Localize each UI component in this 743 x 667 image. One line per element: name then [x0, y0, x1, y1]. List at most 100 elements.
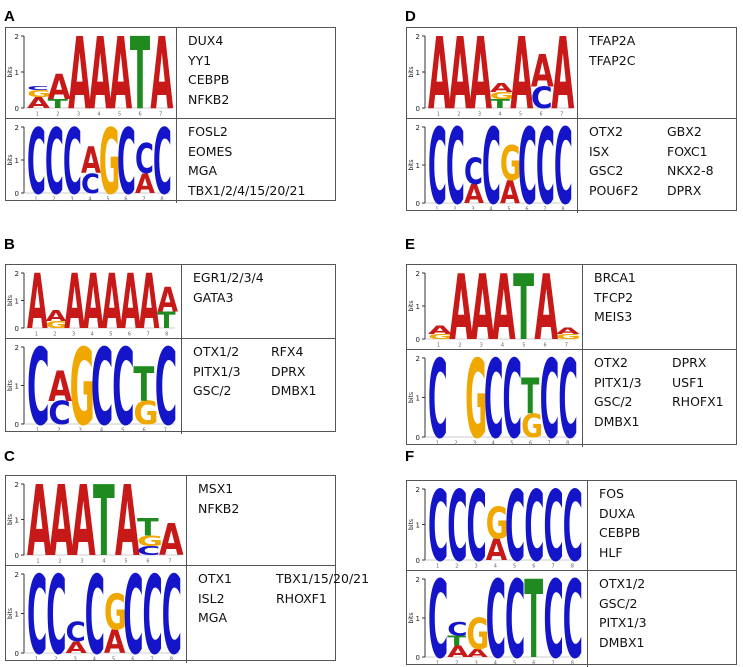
y-axis-label: bits — [7, 608, 14, 619]
factor-name: MGA — [188, 163, 218, 178]
column-divider — [582, 265, 583, 349]
factor-name: DMBX1 — [599, 634, 645, 650]
factor-name: MSX1 — [198, 481, 234, 496]
position-label: 6 — [124, 197, 127, 203]
logo-letter-c: C — [143, 566, 163, 662]
position-label: 1 — [436, 564, 439, 570]
y-tick-label: 0 — [15, 325, 19, 333]
y-tick-label: 0 — [15, 190, 19, 198]
position-label: 1 — [35, 657, 38, 663]
factor-name: GSC/2 — [599, 595, 638, 611]
position-label: 5 — [118, 112, 121, 118]
position-label: 8 — [170, 657, 173, 663]
logo-letter-t: T — [157, 307, 175, 333]
y-axis-label: bits — [7, 155, 14, 166]
position-label: 7 — [552, 661, 555, 667]
factor-name: ISX — [589, 143, 610, 159]
position-label: 1 — [36, 559, 39, 565]
column-divider — [181, 339, 182, 434]
y-tick-label: 2 — [15, 481, 19, 489]
logo-letter-a: A — [531, 45, 555, 97]
logo-letter-c: C — [486, 571, 506, 666]
y-tick-label: 1 — [15, 611, 19, 619]
position-label: 4 — [100, 428, 103, 434]
logo-letter-a: A — [500, 174, 520, 211]
position-label: 2 — [454, 441, 457, 447]
position-label: 8 — [566, 441, 569, 447]
y-tick-label: 0 — [416, 557, 420, 565]
position-label: 7 — [552, 564, 555, 570]
position-label: 3 — [77, 112, 80, 118]
logo-letter-c: C — [428, 350, 448, 446]
logo-letter-g: G — [486, 498, 509, 549]
logo-letter-g: G — [465, 350, 487, 446]
column-divider — [587, 571, 588, 667]
y-tick-label: 2 — [15, 124, 19, 132]
y-tick-label: 1 — [15, 517, 19, 525]
logo-letter-c: C — [544, 481, 564, 569]
position-label: 1 — [437, 343, 440, 349]
logo-letter-c: C — [85, 566, 105, 662]
factor-name: EGR1/2/3/4 — [193, 270, 264, 285]
position-label: 8 — [571, 564, 574, 570]
logo-letter-c: C — [27, 339, 50, 433]
factor-name: OTX1/2 — [193, 344, 240, 359]
y-axis-label: bits — [408, 160, 415, 171]
position-label: 4 — [489, 207, 492, 213]
y-tick-label: 2 — [15, 270, 19, 278]
position-label: 3 — [70, 197, 73, 203]
logo-letter-c: C — [63, 119, 82, 202]
factor-name: RFX4 — [271, 344, 304, 359]
y-tick-label: 1 — [15, 69, 19, 77]
y-tick-label: 1 — [416, 303, 420, 311]
y-tick-label: 1 — [15, 157, 19, 165]
logo-letter-a: A — [104, 624, 126, 662]
position-label: 2 — [57, 428, 60, 434]
logo-letter-a: A — [68, 28, 91, 117]
y-tick-label: 2 — [416, 355, 420, 363]
position-label: 5 — [112, 657, 115, 663]
logo-letter-t: T — [447, 634, 466, 649]
factor-name: POU6F2 — [589, 182, 639, 198]
logo-letter-c: C — [531, 81, 553, 115]
panel-label-d: D — [405, 8, 416, 25]
logo-letter-a: A — [83, 265, 104, 337]
position-label: 3 — [79, 428, 82, 434]
y-tick-label: 2 — [15, 571, 19, 579]
logo-letter-c: C — [48, 396, 71, 433]
factor-name: FOSL2 — [188, 124, 228, 139]
position-label: 4 — [91, 332, 94, 338]
factor-name: TBX1/2/4/15/20/21 — [188, 182, 306, 198]
position-label: 6 — [525, 207, 528, 213]
logo-letter-c: C — [518, 119, 537, 212]
column-divider — [176, 28, 177, 118]
position-label: 1 — [435, 207, 438, 213]
logo-letter-c: C — [137, 544, 160, 558]
factor-name: HLF — [599, 544, 623, 560]
logo-letter-a: A — [109, 28, 132, 117]
logo-letter-c: C — [428, 481, 448, 569]
position-label: 6 — [139, 112, 142, 118]
logo-letter-a: A — [27, 265, 48, 337]
logo-letter-c: C — [428, 571, 448, 666]
factor-name: TFCP2 — [594, 289, 634, 305]
factor-name: TBX1/15/20/21 — [276, 571, 370, 586]
logo-letter-a: A — [71, 476, 96, 564]
factor-name: DPRX — [271, 363, 306, 379]
